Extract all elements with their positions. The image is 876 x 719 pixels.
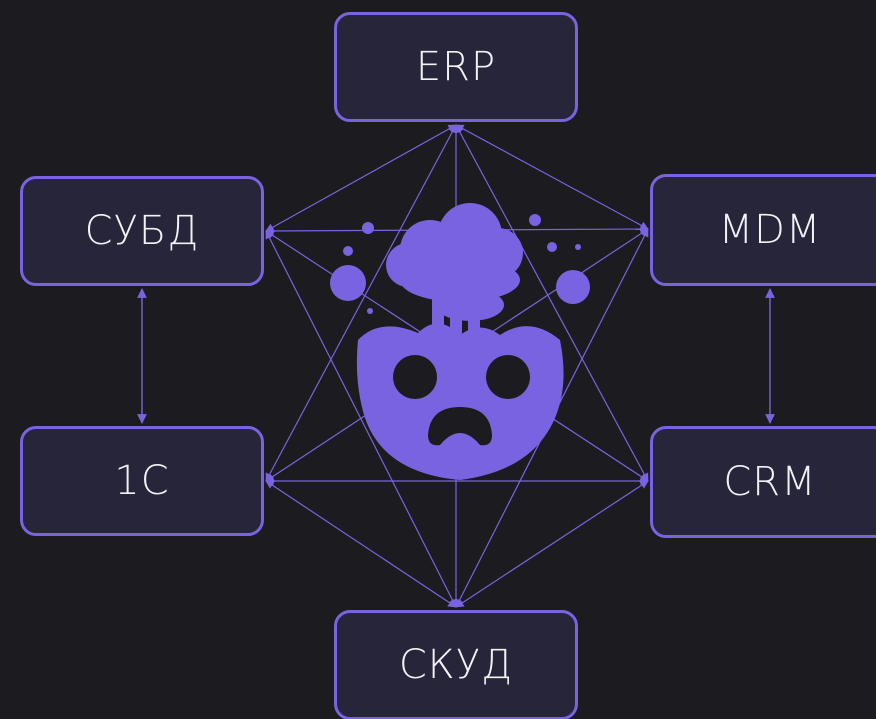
node-mdm: MDM bbox=[650, 174, 876, 286]
edge-crm-skud bbox=[455, 480, 649, 608]
exploding-head-mascot-icon bbox=[330, 203, 590, 480]
node-1c: 1С bbox=[20, 426, 264, 536]
node-skud: СКУД bbox=[334, 610, 578, 719]
node-crm: CRM bbox=[650, 426, 876, 538]
edge-1c-skud bbox=[265, 480, 457, 608]
node-subd: СУБД bbox=[20, 176, 264, 286]
node-erp: ERP bbox=[334, 12, 578, 122]
